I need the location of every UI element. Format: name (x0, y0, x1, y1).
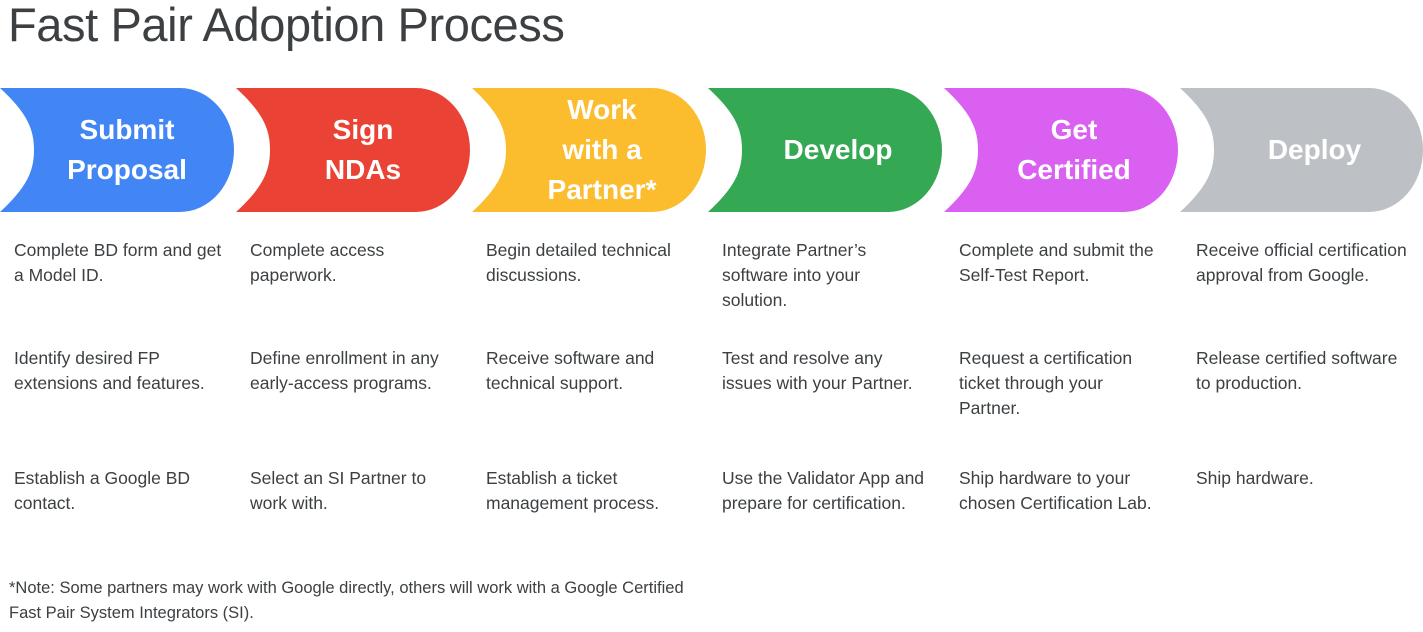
list-item: Select an SI Partner to work with. (250, 468, 427, 513)
stage-banner-submit-proposal[interactable]: Submit Proposal (0, 88, 234, 212)
stage-label: Sign NDAs (324, 114, 402, 185)
list-item: Test and resolve any issues with your Pa… (722, 348, 913, 393)
list-item: Complete and submit the Self-Test Report… (959, 240, 1154, 285)
list-item: Establish a Google BD contact. (14, 468, 191, 513)
chevron-path (944, 88, 1178, 212)
list-item: Begin detailed technical discussions. (486, 240, 671, 285)
stage-label: Get Certified (1017, 114, 1131, 185)
stage-banner-work-with-a-partner[interactable]: Work with a Partner* (472, 88, 706, 212)
process-banner-strip: Submit Proposal Sign NDAs Work with a Pa… (0, 88, 1423, 212)
stage-banner-deploy[interactable]: Deploy (1180, 88, 1423, 212)
stage-banner-get-certified[interactable]: Get Certified (944, 88, 1178, 212)
chevron-shape-icon (708, 88, 942, 212)
chevron-shape-icon (1180, 88, 1423, 212)
list-item: Receive software and technical support. (486, 348, 655, 393)
footnote-note: *Note: Some partners may work with Googl… (9, 579, 684, 622)
list-item: Complete access paperwork. (250, 240, 385, 285)
chevron-shape-icon (944, 88, 1178, 212)
stage-label: Deploy (1267, 134, 1362, 165)
stage-banner-sign-ndas[interactable]: Sign NDAs (236, 88, 470, 212)
chevron-shape-icon (472, 88, 706, 212)
list-item: Integrate Partner’s software into your s… (722, 240, 867, 310)
stage-label: Submit Proposal (67, 114, 187, 185)
page-title: Fast Pair Adoption Process (8, 0, 565, 51)
list-item: Ship hardware. (1196, 468, 1314, 488)
list-item: Request a certification ticket through y… (959, 348, 1133, 418)
stage-label: Develop (783, 134, 893, 165)
chevron-path (1180, 88, 1423, 212)
chevron-shape-icon (0, 88, 234, 212)
list-item: Use the Validator App and prepare for ce… (722, 468, 925, 513)
list-item: Release certified software to production… (1196, 348, 1398, 393)
stage-banner-develop[interactable]: Develop (708, 88, 942, 212)
chevron-path (472, 88, 706, 212)
chevron-path (236, 88, 470, 212)
stage-label: Work with a Partner* (547, 94, 657, 205)
list-item: Receive official certification approval … (1196, 240, 1407, 285)
chevron-shape-icon (236, 88, 470, 212)
list-item: Establish a ticket management process. (486, 468, 660, 513)
list-item: Identify desired FP extensions and featu… (14, 348, 205, 393)
chevron-path (708, 88, 942, 212)
chevron-path (0, 88, 234, 212)
list-item: Ship hardware to your chosen Certificati… (959, 468, 1152, 513)
list-item: Define enrollment in any early-access pr… (250, 348, 439, 393)
list-item: Complete BD form and get a Model ID. (14, 240, 222, 285)
